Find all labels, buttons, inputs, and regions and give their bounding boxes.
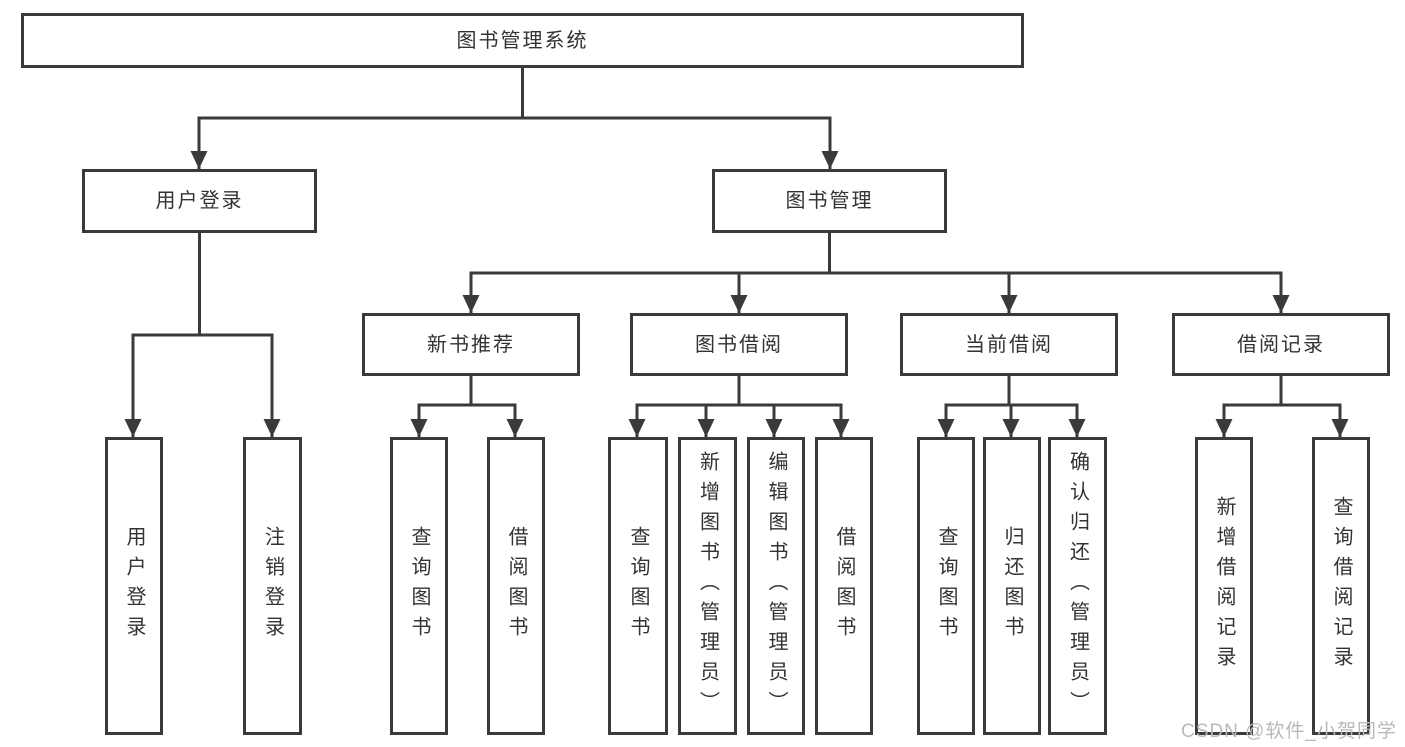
node-book-borrow: 图书借阅 bbox=[630, 313, 848, 376]
arrow-down-icon bbox=[628, 419, 646, 437]
arrow-down-icon bbox=[506, 419, 524, 437]
arrow-down-icon bbox=[765, 419, 783, 437]
node-new-book-recommend: 新书推荐 bbox=[362, 313, 580, 376]
connector-login-branch bbox=[131, 333, 274, 437]
arrow-down-icon bbox=[462, 295, 480, 313]
arrow-down-icon bbox=[730, 295, 748, 313]
arrow-down-icon bbox=[190, 151, 208, 169]
connector-level2-branch bbox=[197, 116, 832, 169]
connector-level3-branch bbox=[469, 271, 1283, 313]
connector-borrow-branch bbox=[635, 403, 843, 437]
arrow-down-icon bbox=[1331, 419, 1349, 437]
leaf-br-add-record: 新增借阅记录 bbox=[1195, 437, 1253, 735]
node-root-system: 图书管理系统 bbox=[21, 13, 1024, 68]
arrow-down-icon bbox=[1215, 419, 1233, 437]
leaf-user-login: 用户登录 bbox=[105, 437, 163, 735]
arrowheads bbox=[124, 151, 1349, 437]
leaf-logout: 注销登录 bbox=[243, 437, 302, 735]
arrow-down-icon bbox=[697, 419, 715, 437]
arrow-down-icon bbox=[1272, 295, 1290, 313]
leaf-br-query-record: 查询借阅记录 bbox=[1312, 437, 1370, 735]
leaf-rec-query-book: 查询图书 bbox=[390, 437, 448, 735]
arrow-down-icon bbox=[263, 419, 281, 437]
leaf-cb-return-book: 归还图书 bbox=[983, 437, 1041, 735]
arrow-down-icon bbox=[832, 419, 850, 437]
node-user-login: 用户登录 bbox=[82, 169, 317, 233]
leaf-cb-query-book: 查询图书 bbox=[917, 437, 975, 735]
leaf-bb-query-book: 查询图书 bbox=[608, 437, 668, 735]
arrow-down-icon bbox=[1068, 419, 1086, 437]
leaf-cb-confirm-return-admin: 确认归还（管理员） bbox=[1048, 437, 1107, 735]
leaf-bb-edit-book-admin: 编辑图书（管理员） bbox=[747, 437, 805, 735]
arrow-down-icon bbox=[937, 419, 955, 437]
node-current-borrow: 当前借阅 bbox=[900, 313, 1118, 376]
connector-rec-branch bbox=[417, 403, 517, 437]
arrow-down-icon bbox=[1000, 295, 1018, 313]
node-borrow-record: 借阅记录 bbox=[1172, 313, 1390, 376]
leaf-bb-add-book-admin: 新增图书（管理员） bbox=[678, 437, 737, 735]
connector-record-branch bbox=[1222, 403, 1342, 437]
leaf-rec-borrow-book: 借阅图书 bbox=[487, 437, 545, 735]
arrow-down-icon bbox=[410, 419, 428, 437]
node-book-management: 图书管理 bbox=[712, 169, 947, 233]
leaf-bb-borrow-book: 借阅图书 bbox=[815, 437, 873, 735]
arrow-down-icon bbox=[1002, 419, 1020, 437]
arrow-down-icon bbox=[124, 419, 142, 437]
arrow-down-icon bbox=[821, 151, 839, 169]
